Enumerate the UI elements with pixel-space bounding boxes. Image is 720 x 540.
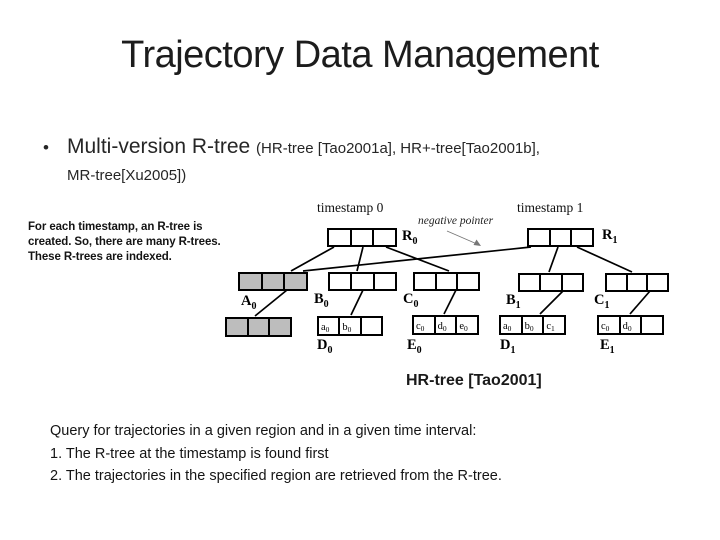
edge-b1-d1: [539, 290, 564, 315]
edge-a0-leaf: [254, 289, 288, 317]
leaf-D0: a0 b0: [317, 316, 383, 336]
edge-negative-pointer-r1-a0: [302, 246, 532, 272]
timestamp1-label: timestamp 1: [517, 200, 584, 215]
timestamp0-label: timestamp 0: [317, 200, 384, 215]
label-R1: R1: [602, 227, 618, 246]
leaf-gray: [225, 317, 292, 337]
edge-c1-e1: [629, 290, 651, 315]
node-C1: [605, 273, 669, 292]
label-E0: E0: [407, 337, 422, 356]
leaf-E1: c0 d0: [597, 315, 664, 335]
leaf-E0: c0 d0 e0: [412, 315, 479, 335]
label-B0: B0: [314, 291, 329, 310]
label-D0: D0: [317, 337, 333, 356]
node-R0: [327, 228, 397, 247]
bullet-icon: •: [43, 138, 49, 157]
edge-r1-b1: [548, 246, 559, 273]
label-D1: D1: [500, 337, 516, 356]
node-A0: [238, 272, 308, 291]
bullet-line-2: MR-tree[Xu2005]): [67, 167, 187, 184]
bullet-main-text: Multi-version R-tree: [67, 135, 257, 158]
node-B0: [328, 272, 397, 291]
query-text: Query for trajectories in a given region…: [50, 423, 502, 484]
negative-pointer-label: negative pointer: [418, 215, 494, 227]
label-C1: C1: [594, 292, 610, 311]
edge-r0-a0: [290, 246, 335, 272]
label-C0: C0: [403, 291, 419, 310]
leaf-D1: a0 b0 c1: [499, 315, 566, 335]
note-text: For each timestamp, an R-tree is created…: [28, 221, 221, 263]
node-B1: [518, 273, 584, 292]
bullet-detail-text: (HR-tree [Tao2001a], HR+-tree[Tao2001b],: [256, 140, 540, 157]
label-R0: R0: [402, 228, 418, 247]
figure-caption: HR-tree [Tao2001]: [406, 372, 542, 389]
edge-r1-c1: [576, 246, 633, 273]
bullet-item: Multi-version R-tree (HR-tree [Tao2001a]…: [67, 133, 687, 186]
negative-pointer-arrow: [446, 230, 481, 246]
page-title: Trajectory Data Management: [121, 34, 599, 76]
label-B1: B1: [506, 292, 521, 311]
edge-r0-b0: [356, 246, 364, 272]
edge-b0-d0: [350, 289, 364, 316]
bullet-line-1: Multi-version R-tree (HR-tree [Tao2001a]…: [67, 133, 687, 163]
label-E1: E1: [600, 337, 615, 356]
edge-c0-e0: [443, 289, 457, 315]
node-R1: [527, 228, 594, 247]
node-C0: [413, 272, 480, 291]
label-A0: A0: [241, 293, 257, 312]
